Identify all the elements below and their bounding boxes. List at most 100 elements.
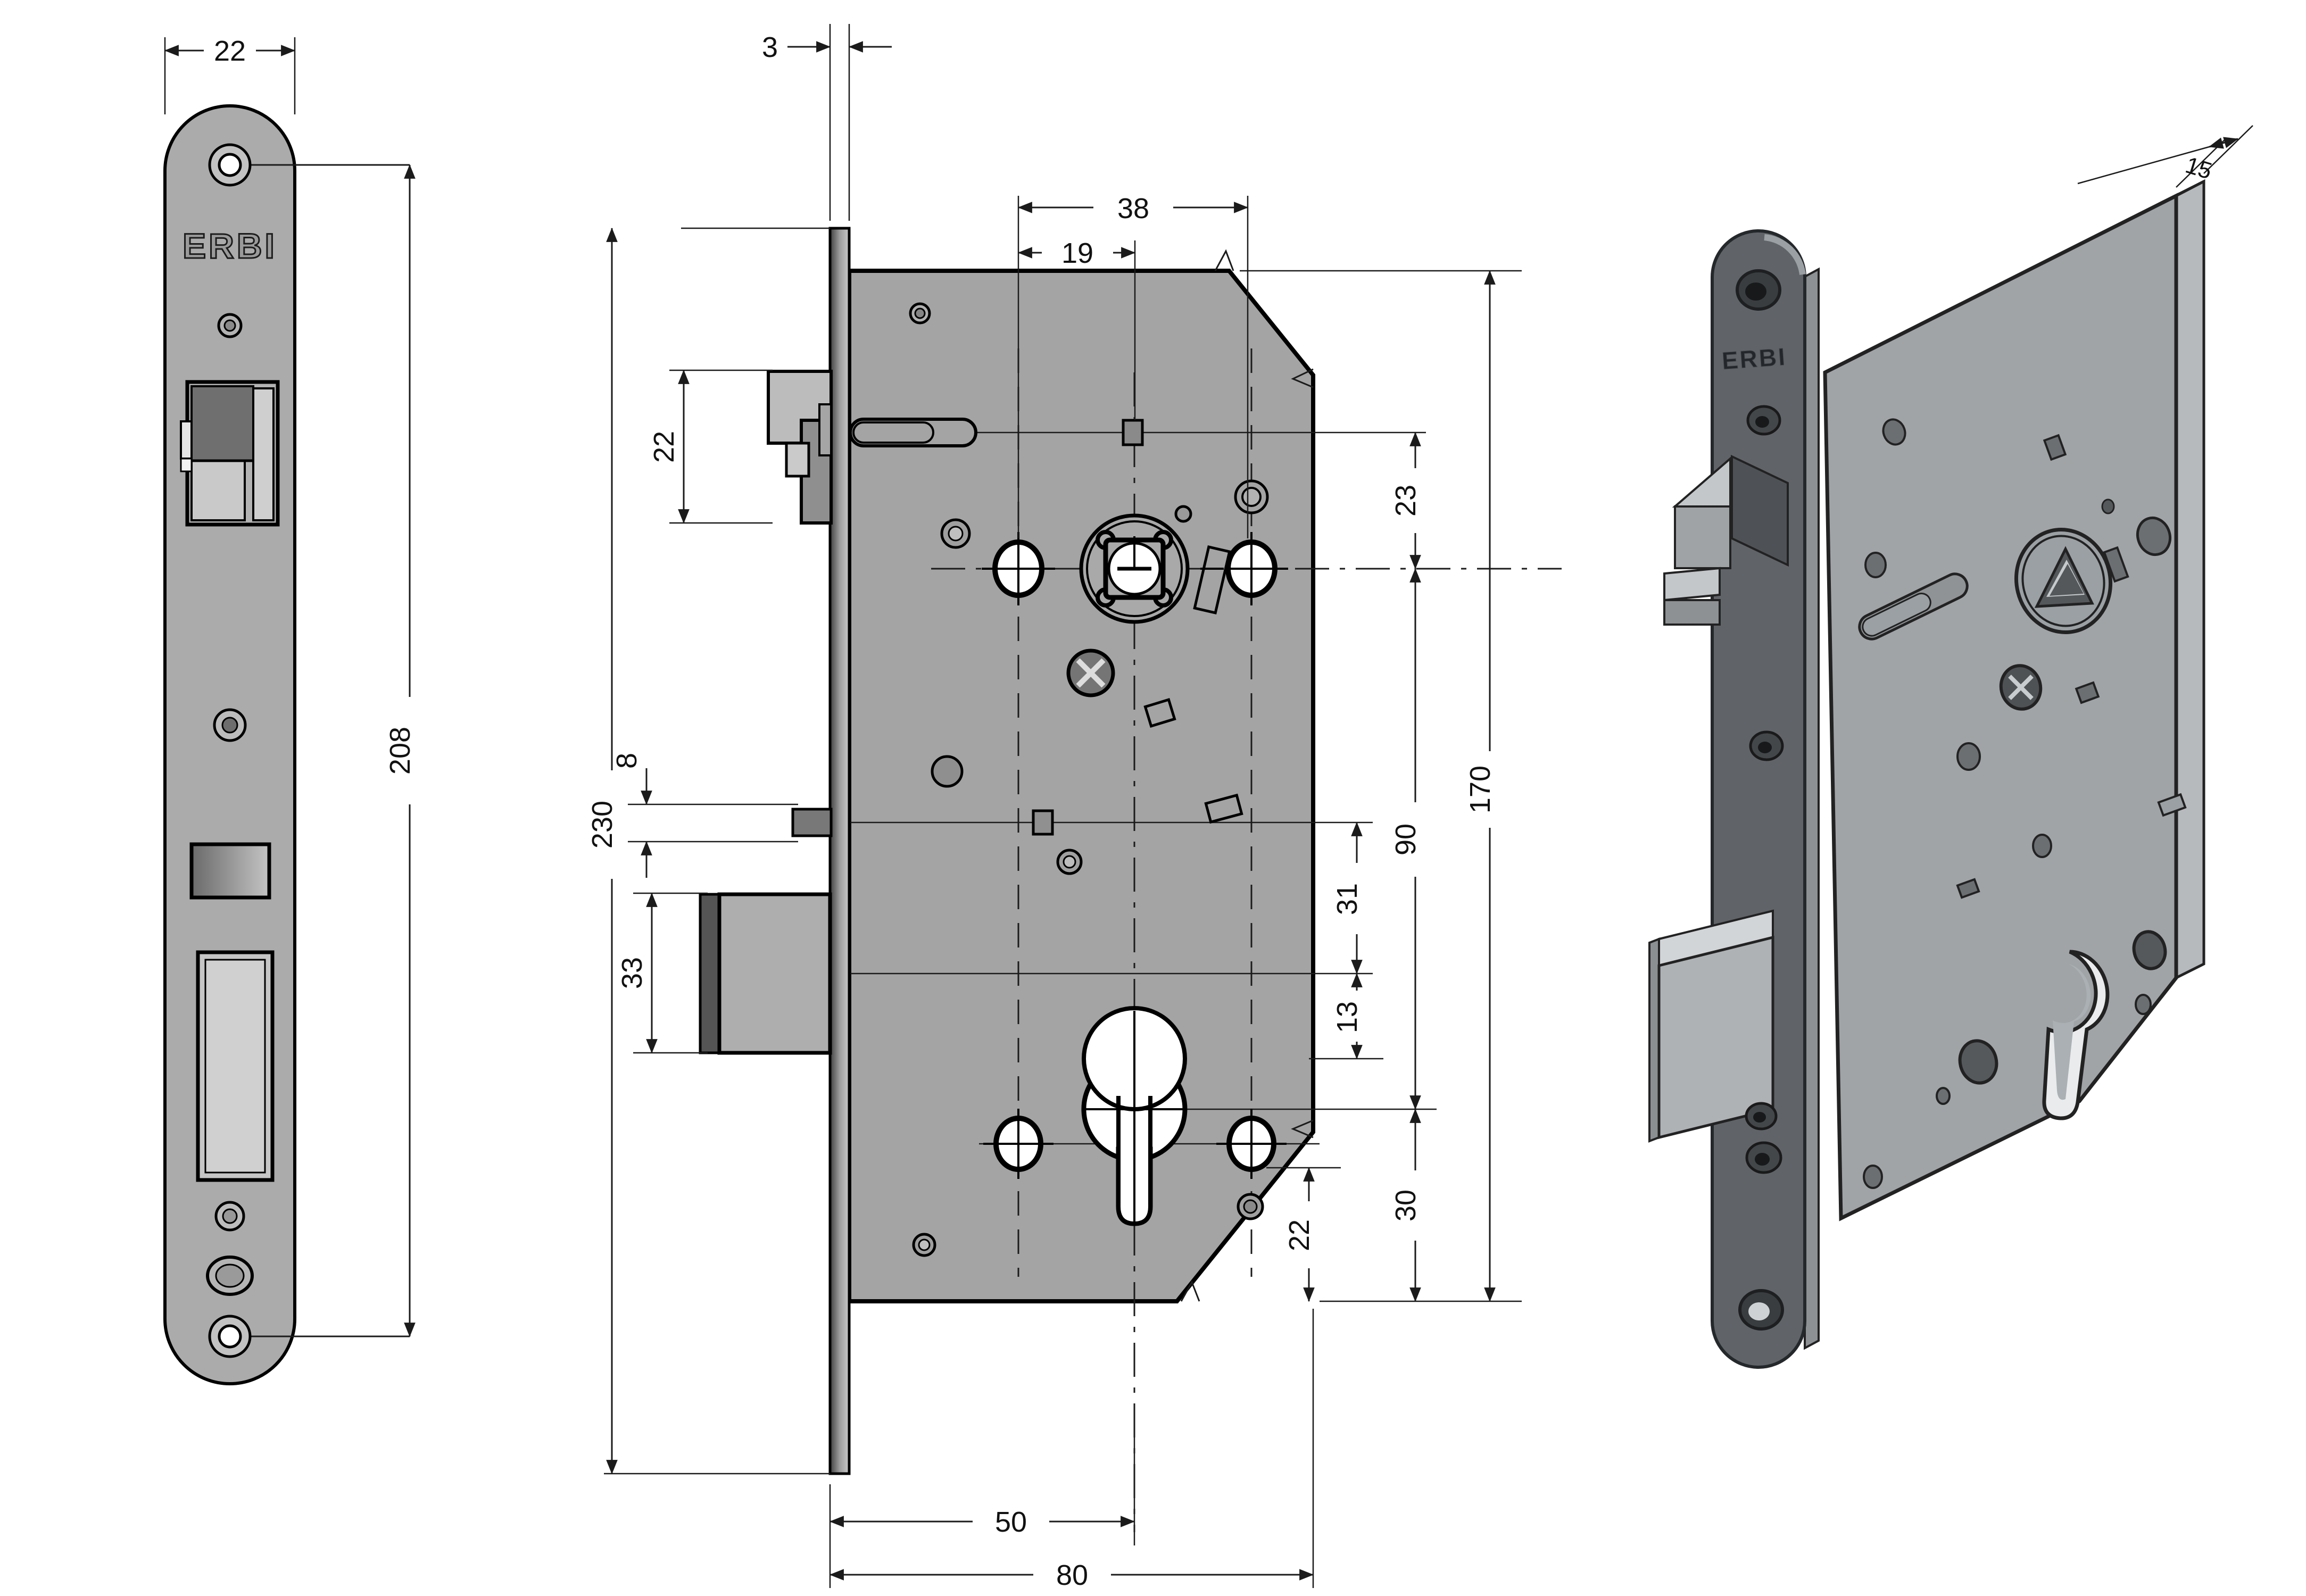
adjust-slot-inner [852, 421, 934, 444]
iso-hole [1956, 742, 1981, 771]
brand-logo-front: ERBI [183, 226, 277, 265]
round-hole [931, 755, 964, 788]
iso-countersink-inner [1758, 742, 1772, 753]
body-screw-bottom-right-inner [1243, 1199, 1258, 1214]
dim-label-hole-spacing: 38 [1117, 193, 1149, 225]
small-dot-hole [1174, 505, 1192, 523]
iso-faceplate-top-highlight [1764, 234, 1806, 275]
dim-label-aux-bolt: 8 [611, 753, 643, 769]
dim-31: 31 [1331, 821, 1363, 975]
iso-rect-hole [1956, 878, 1980, 899]
isometric-view: ERBI 15 [1648, 125, 2253, 1369]
dim-label-31: 31 [1331, 883, 1363, 915]
rivet-right-inner [1241, 487, 1262, 507]
small-plate-hole-right [1204, 793, 1243, 824]
dim-label-bottom-22: 22 [1283, 1219, 1315, 1251]
screw-hole-top-inner [218, 153, 242, 177]
iso-hole [2032, 834, 2052, 858]
iso-slot [1858, 572, 1969, 641]
iso-hole [2135, 994, 2152, 1015]
iso-faceplate-edge [1804, 267, 1820, 1350]
dim-label-23: 23 [1390, 485, 1422, 517]
iso-screw-hole-top-inner [1745, 282, 1766, 301]
dim-overall-height: 230 [586, 227, 830, 1475]
body-screw-bottom-left-inner [918, 1238, 931, 1251]
iso-countersink-inner [1755, 416, 1769, 428]
dim-bottom-22: 22 [1283, 1167, 1315, 1302]
iso-dot [2101, 498, 2115, 514]
iso-countersink-inner [1753, 1112, 1766, 1123]
iso-fixing-hole [2132, 930, 2167, 970]
rivet-left-inner [948, 526, 964, 542]
iso-hole [1864, 552, 1887, 578]
iso-square-hole [2043, 434, 2067, 461]
brand-logo-iso: ERBI [1721, 343, 1787, 375]
faceplate-side [828, 227, 851, 1475]
lower-oval-hole-inner [215, 1264, 245, 1288]
iso-body-front-face [1823, 193, 2178, 1221]
dim-label-13: 13 [1331, 1001, 1363, 1033]
dim-hole-spacing: 38 19 [1017, 193, 1249, 538]
iso-body-side-face [2175, 179, 2205, 980]
iso-spindle-follower [2014, 528, 2113, 634]
dim-label-spindle-offset: 19 [1061, 237, 1093, 269]
faceplate-outline [163, 104, 296, 1385]
dim-label-body-depth: 80 [1056, 1559, 1088, 1591]
aux-bolt-side [791, 808, 833, 837]
iso-screw-hole-bottom-inner [1748, 1302, 1770, 1320]
square-hole-mid [1032, 809, 1054, 836]
dim-cylinder-to-bottom: 30 [1390, 1108, 1422, 1302]
dim-front-width: 22 [164, 35, 296, 114]
iso-hole [1882, 418, 1906, 446]
latch-bolt-front [180, 380, 280, 527]
small-plate-hole [1143, 697, 1176, 728]
deadbolt-front-cutout [189, 842, 271, 900]
lock-body-side-view: 3 38 19 22 8 [586, 24, 1562, 1591]
iso-deadbolt [1648, 909, 1774, 1143]
phillips-screw [1066, 649, 1115, 697]
dim-body-thickness: 15 [2077, 125, 2253, 188]
break-mark [1291, 1119, 1314, 1138]
hole-with-pin-inner [221, 717, 238, 734]
square-hole-top [1122, 419, 1144, 446]
faceplate-front-view: ERBI 22 [163, 35, 416, 1385]
iso-screw [1999, 664, 2043, 711]
screw-hole-bottom-inner [218, 1324, 242, 1349]
break-mark [1291, 368, 1314, 388]
dim-label-170: 170 [1464, 766, 1496, 813]
iso-hole [1863, 1165, 1883, 1189]
dim-label-body-thickness: 15 [2183, 152, 2215, 185]
break-mark [1180, 1280, 1200, 1302]
small-hole-inner [223, 319, 236, 332]
dim-aux-bolt: 8 [611, 753, 798, 878]
iso-countersink-inner [1755, 1153, 1770, 1166]
dim-label-backset: 50 [995, 1506, 1027, 1538]
iso-faceplate-front [1711, 229, 1806, 1369]
iso-fixing-hole [1958, 1039, 1998, 1085]
iso-rect-hole [2157, 793, 2187, 817]
dim-label-deadbolt-height: 33 [616, 957, 648, 989]
spindle-follower [1079, 513, 1190, 624]
dim-13: 13 [1331, 972, 1363, 1060]
rivet-mid-inner [1063, 855, 1076, 869]
deadbolt-side [699, 892, 832, 1055]
dim-label-front-width: 22 [214, 35, 246, 67]
dim-slot-to-spindle: 23 [1390, 431, 1422, 570]
body-screw-top-inner [914, 307, 926, 319]
iso-square-hole [2075, 681, 2100, 704]
dim-deadbolt-height: 33 [616, 892, 708, 1054]
dim-body-height: 170 [1464, 270, 1496, 1302]
dim-label-overall-height: 230 [586, 801, 618, 849]
lever-plate [1193, 545, 1231, 614]
dim-spindle-to-cylinder: 90 [1390, 568, 1422, 1110]
dim-label-30: 30 [1390, 1190, 1422, 1221]
lower-small-hole-inner [222, 1208, 238, 1224]
dim-label-plate-thickness: 3 [762, 31, 778, 63]
iso-euro-cylinder-hole [2042, 950, 2110, 1120]
dim-backset: 50 80 [829, 1309, 1314, 1591]
dim-label-front-height: 208 [384, 727, 416, 775]
iso-hole [1936, 1087, 1951, 1105]
dim-label-90: 90 [1390, 824, 1422, 855]
dim-latch-height: 22 [648, 369, 773, 524]
